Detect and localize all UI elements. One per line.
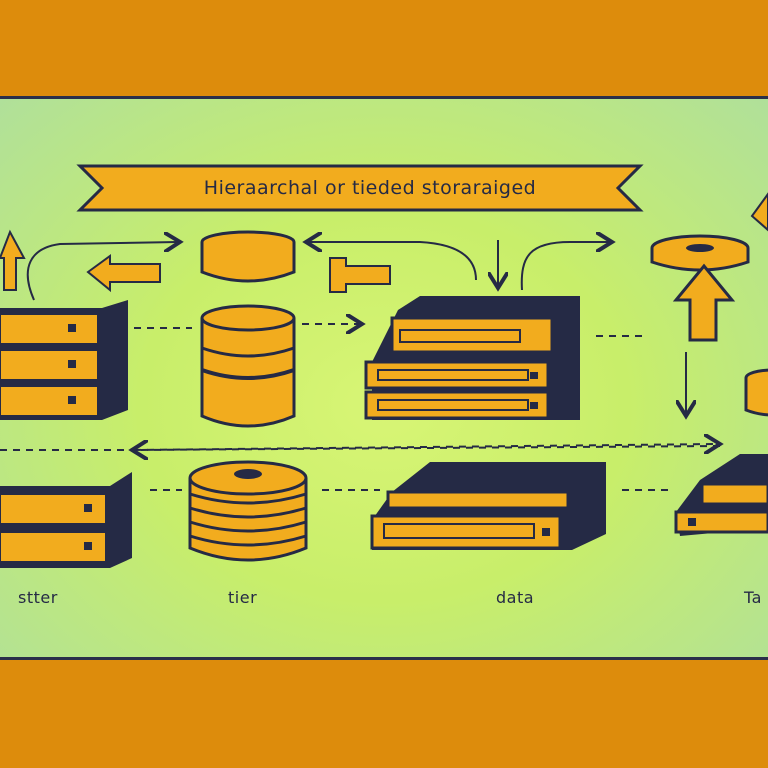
curved-connector-arrow <box>26 242 178 301</box>
rack-server-icon <box>364 296 580 420</box>
right-arrow-block-icon <box>329 257 391 293</box>
network-switch-icon <box>370 462 606 550</box>
label-stter: stter <box>18 588 58 607</box>
top-right-arrow-icon <box>750 192 768 232</box>
upload-arrow-icon <box>672 263 736 342</box>
optical-disk-icon <box>650 234 750 272</box>
label-ta: Ta <box>744 588 762 607</box>
disk-icon <box>200 230 296 283</box>
bottom-band <box>0 660 768 768</box>
top-connector-arrow <box>308 242 477 281</box>
partial-disk-stack-icon <box>744 368 768 417</box>
left-arrow-icon <box>86 254 161 293</box>
up-arrow-icon <box>0 229 26 291</box>
server-stack-icon <box>0 300 128 420</box>
disk-stack-icon <box>188 460 308 562</box>
server-unit-icon <box>0 472 132 568</box>
diagram-title: Hieraarchal or tieded storaraiged <box>203 177 537 199</box>
top-band <box>0 0 768 96</box>
database-cylinder-icon <box>200 304 296 428</box>
label-tier: tier <box>228 588 258 607</box>
storage-array-icon <box>674 454 768 536</box>
label-data: data <box>496 588 535 607</box>
title-banner <box>76 164 644 212</box>
